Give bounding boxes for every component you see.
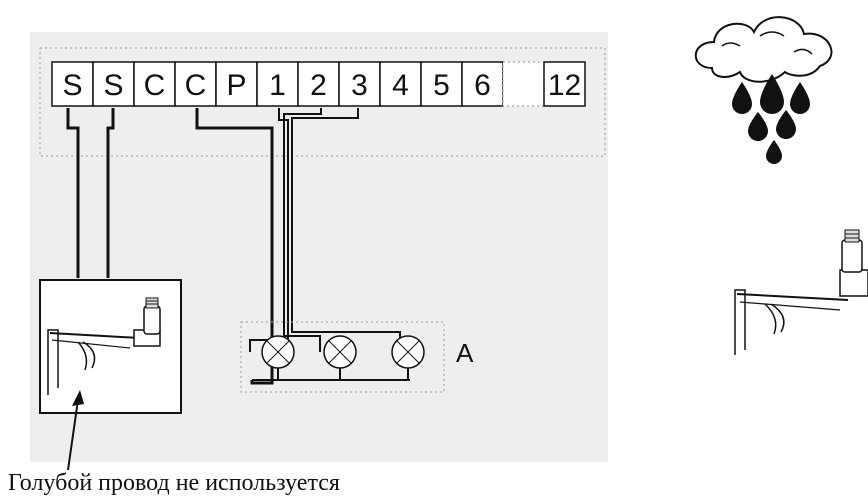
- valve-2: [323, 335, 357, 380]
- valve-3: [391, 335, 425, 380]
- solenoid-valve-icon: [734, 229, 868, 355]
- terminal-label: 12: [548, 69, 581, 102]
- terminal-2: [92, 61, 135, 107]
- terminal-13: [543, 61, 586, 107]
- terminal-label: S: [103, 69, 123, 102]
- rain-cloud-icon: [694, 16, 833, 164]
- terminal-10: [420, 61, 463, 107]
- terminal-label: 4: [392, 69, 409, 102]
- terminal-9: [379, 61, 422, 107]
- valve-group-label: A: [456, 338, 474, 368]
- terminal-label: 1: [269, 69, 286, 102]
- caption-arrowhead: [72, 390, 84, 406]
- terminal-3: [133, 61, 176, 107]
- caption-text: Голубой провод не используется: [8, 470, 340, 496]
- terminal-1: [51, 61, 94, 107]
- terminal-7: [297, 61, 340, 107]
- valve-group-outline: [240, 321, 445, 393]
- terminal-label: 2: [310, 69, 327, 102]
- terminal-gap: [502, 61, 545, 107]
- terminal-8: [338, 61, 381, 107]
- terminal-label: C: [144, 69, 166, 102]
- terminal-label: S: [62, 69, 82, 102]
- terminal-label: C: [185, 69, 207, 102]
- caption-arrow: [67, 399, 79, 471]
- terminal-label: 5: [433, 69, 450, 102]
- rain-sensor-icon: [47, 297, 161, 395]
- controller-outline: [39, 47, 606, 157]
- terminal-label: 3: [351, 69, 368, 102]
- terminal-label: 6: [474, 69, 491, 102]
- wires: [66, 108, 410, 385]
- terminal-label: P: [226, 69, 246, 102]
- valve-1: [261, 335, 295, 380]
